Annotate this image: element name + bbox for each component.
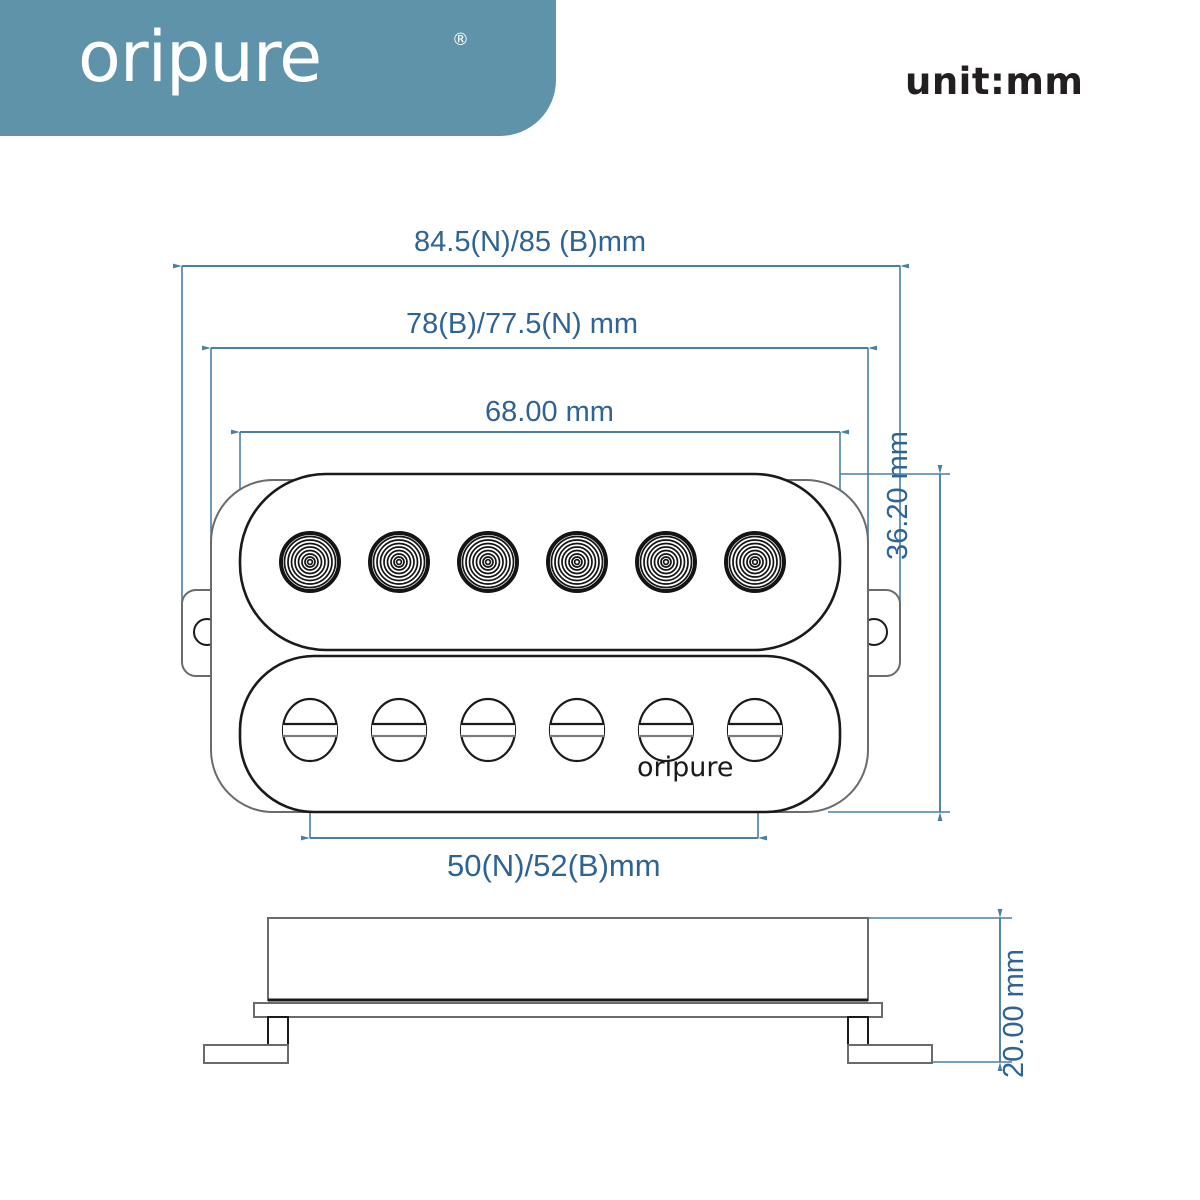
pickup-side-view	[203, 917, 933, 1064]
dimension-lines	[173, 263, 1003, 1071]
dimension-label-cover-depth: 36.20 mm	[882, 431, 914, 560]
pole-piece-upper-3	[457, 531, 519, 593]
pole-screw-lower-4	[548, 697, 606, 763]
pole-screw-lower-2	[370, 697, 428, 763]
dimension-label-pole-spacing: 50(N)/52(B)mm	[447, 848, 661, 883]
pole-piece-upper-5	[635, 531, 697, 593]
registered-trademark-icon: ®	[452, 30, 469, 50]
dimension-label-overall-height: 20.00 mm	[998, 949, 1030, 1078]
pickup-coil-lower	[238, 654, 842, 814]
side-view-baseplate	[253, 1002, 883, 1018]
pole-screw-lower-3	[459, 697, 517, 763]
pickup-body-wordmark: oripure	[637, 752, 734, 783]
brand-banner: oripure ®	[0, 0, 556, 136]
side-view-body	[267, 917, 869, 1001]
pole-piece-upper-4	[546, 531, 608, 593]
dimension-label-cover-width: 68.00 mm	[485, 396, 614, 428]
dimension-label-baseplate-width: 78(B)/77.5(N) mm	[406, 308, 639, 340]
side-view-tab-right	[847, 1044, 933, 1064]
pole-screw-lower-1	[281, 697, 339, 763]
pole-screw-lower-6	[726, 697, 784, 763]
side-view-tab-left	[203, 1044, 289, 1064]
pole-piece-upper-6	[724, 531, 786, 593]
pickup-coil-upper	[238, 472, 842, 652]
brand-wordmark: oripure	[78, 16, 322, 98]
pole-piece-upper-1	[279, 531, 341, 593]
pole-piece-upper-2	[368, 531, 430, 593]
dimension-label-overall-width: 84.5(N)/85 (B)mm	[414, 226, 647, 258]
unit-label: unit:mm	[905, 60, 1084, 103]
pickup-top-view	[181, 472, 901, 814]
